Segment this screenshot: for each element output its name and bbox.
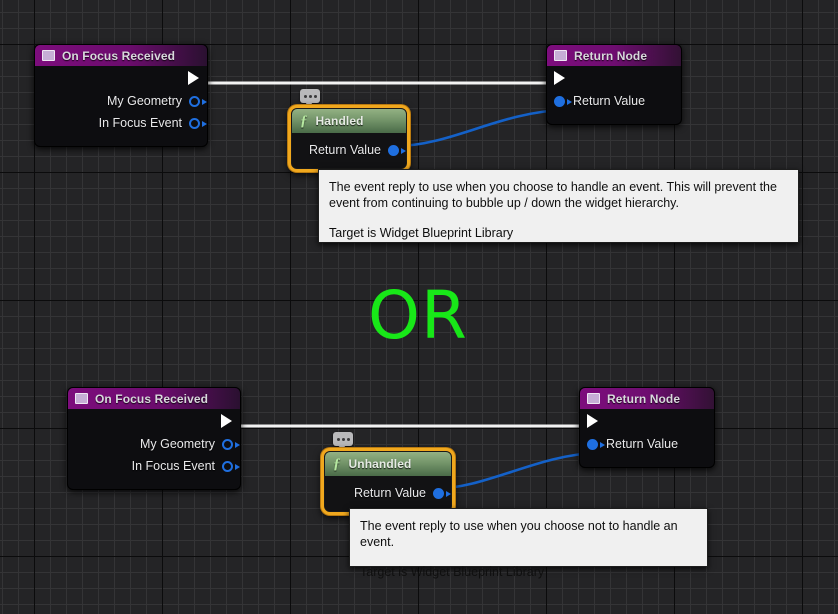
- exec-output-row[interactable]: [35, 66, 207, 90]
- node-handled[interactable]: ƒ Handled Return Value: [288, 105, 410, 172]
- node-header: On Focus Received: [35, 45, 207, 66]
- node-header: Return Node: [580, 388, 714, 409]
- node-body: Return Value: [547, 66, 681, 124]
- output-pin-row[interactable]: In Focus Event: [68, 455, 240, 477]
- tooltip-target-line: Target is Widget Blueprint Library: [360, 564, 545, 579]
- output-pin-row[interactable]: Return Value: [325, 482, 451, 504]
- return-square-icon: [587, 393, 600, 404]
- comment-dots: [300, 89, 320, 103]
- or-separator-label: OR: [368, 277, 468, 354]
- pin-label: Return Value: [353, 486, 426, 500]
- node-title: Handled: [315, 114, 364, 128]
- exec-in-pin-icon[interactable]: [554, 71, 566, 85]
- tooltip-handled: The event reply to use when you choose t…: [318, 169, 799, 243]
- pin-label: Return Value: [606, 437, 679, 451]
- exec-input-row[interactable]: [580, 409, 714, 433]
- output-pin-row[interactable]: My Geometry: [68, 433, 240, 455]
- node-return-1[interactable]: Return Node Return Value: [546, 44, 682, 125]
- comment-dots: [333, 432, 353, 446]
- exec-out-pin-icon[interactable]: [221, 414, 233, 428]
- tooltip-target-line: Target is Widget Blueprint Library: [329, 225, 514, 240]
- struct-pin-icon[interactable]: [189, 117, 207, 129]
- struct-pin-icon[interactable]: [433, 487, 451, 499]
- struct-pin-icon[interactable]: [554, 95, 572, 107]
- node-header: ƒ Unhandled: [325, 452, 451, 476]
- return-square-icon: [554, 50, 567, 61]
- node-unhandled[interactable]: ƒ Unhandled Return Value: [321, 448, 455, 515]
- node-body: My Geometry In Focus Event: [68, 409, 240, 489]
- node-title: On Focus Received: [95, 391, 209, 406]
- node-header: Return Node: [547, 45, 681, 66]
- struct-pin-icon[interactable]: [388, 144, 406, 156]
- pin-label: Return Value: [308, 143, 381, 157]
- pin-label: My Geometry: [139, 437, 215, 451]
- object-pin-icon[interactable]: [189, 95, 207, 107]
- exec-output-row[interactable]: [68, 409, 240, 433]
- node-title: Return Node: [607, 391, 681, 406]
- exec-input-row[interactable]: [547, 66, 681, 90]
- object-pin-icon[interactable]: [222, 438, 240, 450]
- node-body: Return Value: [580, 409, 714, 467]
- data-wire-2: [431, 451, 597, 491]
- node-body: My Geometry In Focus Event: [35, 66, 207, 146]
- pin-label: In Focus Event: [98, 116, 182, 130]
- node-body: Return Value: [325, 476, 451, 511]
- pin-label: Return Value: [573, 94, 646, 108]
- tooltip-paragraph: The event reply to use when you choose n…: [360, 519, 678, 550]
- output-pin-row[interactable]: In Focus Event: [35, 112, 207, 134]
- pin-label: In Focus Event: [131, 459, 215, 473]
- exec-in-pin-icon[interactable]: [587, 414, 599, 428]
- function-f-icon: ƒ: [300, 112, 308, 129]
- tooltip-paragraph: The event reply to use when you choose t…: [329, 180, 777, 211]
- event-square-icon: [42, 50, 55, 61]
- struct-pin-icon[interactable]: [222, 460, 240, 472]
- tooltip-unhandled: The event reply to use when you choose n…: [349, 508, 708, 579]
- exec-out-pin-icon[interactable]: [188, 71, 200, 85]
- pin-label: My Geometry: [106, 94, 182, 108]
- node-on-focus-received-2[interactable]: On Focus Received My Geometry In Focus E…: [67, 387, 241, 490]
- input-pin-row[interactable]: Return Value: [547, 90, 681, 112]
- node-title: Return Node: [574, 48, 648, 63]
- output-pin-row[interactable]: My Geometry: [35, 90, 207, 112]
- comment-dots-icon[interactable]: [300, 89, 320, 107]
- data-wire-1: [395, 108, 564, 148]
- node-body: Return Value: [292, 133, 406, 168]
- node-title: Unhandled: [348, 457, 412, 471]
- struct-pin-icon[interactable]: [587, 438, 605, 450]
- node-title: On Focus Received: [62, 48, 176, 63]
- comment-dots-icon[interactable]: [333, 432, 353, 450]
- node-on-focus-received-1[interactable]: On Focus Received My Geometry In Focus E…: [34, 44, 208, 147]
- node-header: ƒ Handled: [292, 109, 406, 133]
- node-return-2[interactable]: Return Node Return Value: [579, 387, 715, 468]
- function-f-icon: ƒ: [333, 455, 341, 472]
- input-pin-row[interactable]: Return Value: [580, 433, 714, 455]
- output-pin-row[interactable]: Return Value: [292, 139, 406, 161]
- event-square-icon: [75, 393, 88, 404]
- node-header: On Focus Received: [68, 388, 240, 409]
